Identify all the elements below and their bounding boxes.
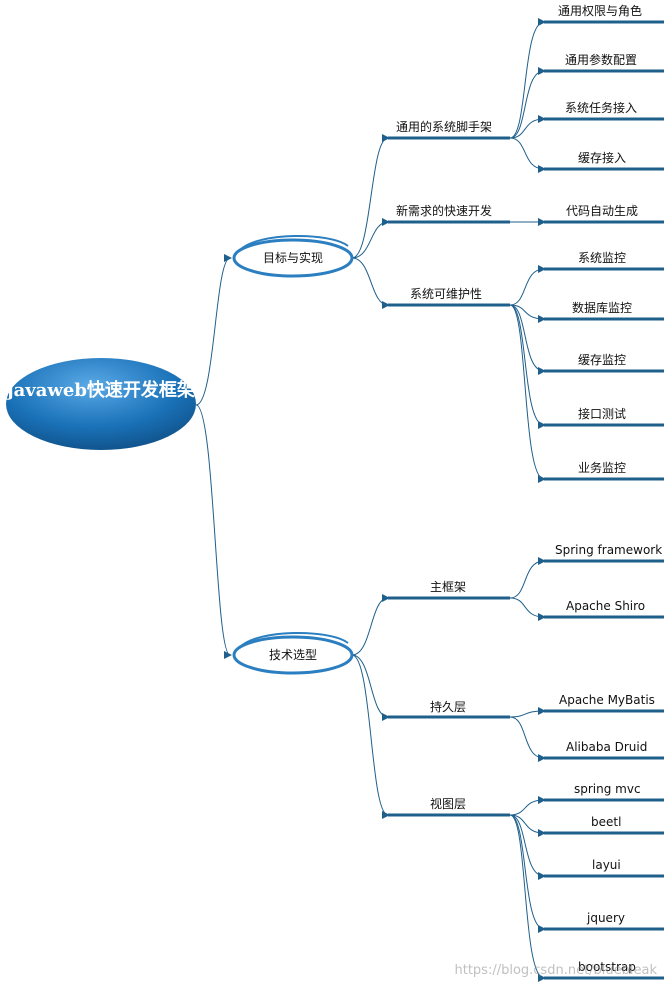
leaf-permissions-roles: 通用权限与角色 xyxy=(558,4,643,18)
root-connectors xyxy=(195,254,232,659)
node-common-scaffold: 通用的系统脚手架 xyxy=(396,120,493,134)
leaf-alibaba-druid: Alibaba Druid xyxy=(566,740,648,754)
leaf-beetl: beetl xyxy=(591,815,622,829)
leaf-jquery: jquery xyxy=(587,911,625,925)
leaf-spring-framework: Spring framework xyxy=(555,543,663,557)
leaf-connectors xyxy=(509,18,546,982)
leaf-db-monitor: 数据库监控 xyxy=(572,301,633,315)
node-view-layer: 视图层 xyxy=(430,797,467,811)
node-rapid-development: 新需求的快速开发 xyxy=(396,204,493,218)
root-node-label: javaweb快速开发框架 xyxy=(7,380,195,401)
node-main-framework: 主框架 xyxy=(430,580,467,594)
leaf-business-monitor: 业务监控 xyxy=(578,461,627,475)
leaf-code-generation: 代码自动生成 xyxy=(566,204,639,218)
node-maintainability: 系统可维护性 xyxy=(410,287,483,301)
leaf-layui: layui xyxy=(592,858,621,872)
leaf-system-monitor: 系统监控 xyxy=(578,251,627,265)
leaf-bootstrap: bootstrap xyxy=(578,960,636,974)
leaf-param-config: 通用参数配置 xyxy=(565,53,638,67)
watermark-text: https://blog.csdn.net/bluebleak xyxy=(454,963,657,978)
leaf-task-access: 系统任务接入 xyxy=(565,101,638,115)
level2-underlines xyxy=(388,136,510,817)
leaf-cache-access: 缓存接入 xyxy=(578,151,627,165)
level1-node-shapes xyxy=(232,234,354,675)
node-goals-implementation: 目标与实现 xyxy=(262,251,323,265)
leaf-apache-shiro: Apache Shiro xyxy=(566,599,646,613)
leaf-api-test: 接口测试 xyxy=(578,407,627,421)
node-tech-selection: 技术选型 xyxy=(268,648,317,662)
root-node-shape xyxy=(6,358,196,450)
leaf-cache-monitor: 缓存监控 xyxy=(578,353,627,367)
branch1-connectors xyxy=(351,134,390,309)
leaf-spring-mvc: spring mvc xyxy=(574,782,641,796)
leaf-apache-mybatis: Apache MyBatis xyxy=(559,693,655,707)
node-persistence-layer: 持久层 xyxy=(430,700,467,714)
branch2-connectors xyxy=(351,594,390,819)
leaf-underlines xyxy=(544,20,664,980)
